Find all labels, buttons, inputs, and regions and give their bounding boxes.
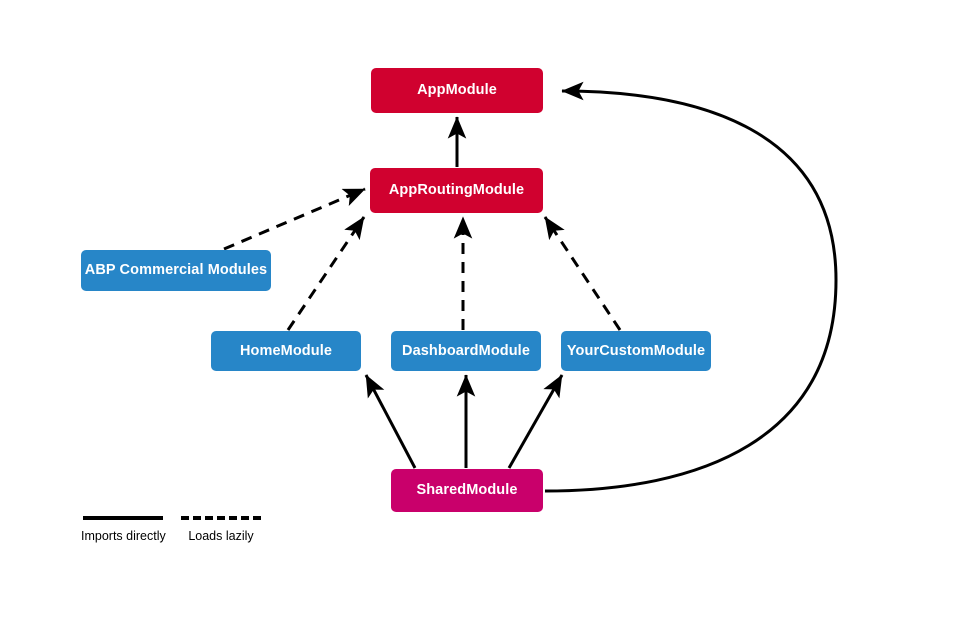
- node-dashboard-module-label: DashboardModule: [402, 342, 530, 359]
- legend-loads-lazily: Loads lazily: [181, 516, 261, 543]
- edge-shared-to-custom: [507, 374, 564, 469]
- legend-imports-directly: Imports directly: [81, 516, 166, 543]
- node-app-module[interactable]: AppModule: [371, 68, 543, 113]
- legend-loads-lazily-label: Loads lazily: [188, 529, 254, 543]
- edge-home-to-approuting: [286, 216, 366, 331]
- legend-dashed-line-swatch: [181, 516, 261, 520]
- node-shared-module[interactable]: SharedModule: [391, 469, 543, 512]
- edge-sharedmodule-to-appmodule: [544, 81, 838, 493]
- node-your-custom-module[interactable]: YourCustomModule: [561, 331, 711, 371]
- edge-custom-to-approuting: [543, 216, 622, 331]
- node-abp-commercial-modules-label: ABP Commercial Modules: [84, 262, 268, 279]
- legend-solid-line-swatch: [83, 516, 164, 520]
- node-shared-module-label: SharedModule: [416, 482, 518, 499]
- node-home-module-label: HomeModule: [239, 342, 333, 359]
- node-app-module-label: AppModule: [417, 82, 497, 99]
- node-your-custom-module-label: YourCustomModule: [566, 342, 706, 359]
- legend-imports-directly-label: Imports directly: [81, 529, 166, 543]
- edge-abp-to-approuting: [223, 187, 366, 251]
- edge-shared-to-home: [364, 374, 417, 469]
- node-abp-commercial-modules[interactable]: ABP Commercial Modules: [81, 250, 271, 291]
- node-dashboard-module[interactable]: DashboardModule: [391, 331, 541, 371]
- node-home-module[interactable]: HomeModule: [211, 331, 361, 371]
- node-app-routing-module[interactable]: AppRoutingModule: [370, 168, 543, 213]
- node-app-routing-module-label: AppRoutingModule: [388, 182, 525, 199]
